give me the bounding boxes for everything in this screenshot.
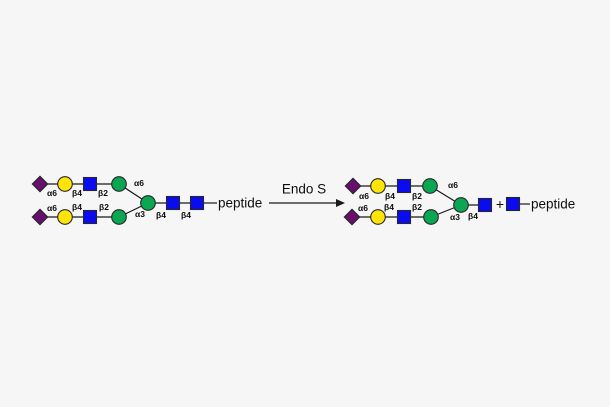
man-circle: [111, 209, 127, 225]
linkage-label: β2: [98, 188, 108, 198]
linkage-label: β2: [99, 202, 109, 212]
linkage-label: β4: [468, 211, 478, 221]
glcnac-square: [396, 178, 412, 194]
disialylated-biantennary-N-glycan-on-peptide: peptide α6 β4 β2 α6 α6 β4 β2 α3 β4 β4: [31, 175, 262, 226]
linkage-label: β4: [72, 188, 82, 198]
linkage-label: α3: [450, 212, 460, 222]
peptide-label: peptide: [218, 196, 262, 211]
linkage-label: β4: [181, 210, 191, 220]
truncated-glycan-endo-s-product: α6 β4 β2 α6 α6 β4 β2 α3 β4: [343, 177, 493, 226]
gal-circle: [57, 176, 73, 192]
man-circle: [422, 178, 438, 194]
linkage-label: β2: [412, 202, 422, 212]
glcnac-peptide-product: peptide: [505, 196, 575, 212]
linkage-label: β4: [385, 191, 395, 201]
peptide-label: peptide: [531, 197, 575, 212]
glcnac-square: [165, 195, 181, 211]
neu5ac-diamond: [344, 177, 362, 195]
linkage-label: α6: [358, 203, 368, 213]
linkage-label: α6: [134, 178, 144, 188]
man-circle: [111, 176, 127, 192]
enzyme-label: Endo S: [282, 182, 326, 197]
neu5ac-diamond: [343, 208, 361, 226]
gal-circle: [370, 178, 386, 194]
linkage-label: α6: [359, 191, 369, 201]
man-circle: [140, 195, 156, 211]
neu5ac-diamond: [31, 175, 49, 193]
glcnac-square: [189, 195, 205, 211]
linkage-label: α3: [135, 209, 145, 219]
linkage-label: β4: [72, 202, 82, 212]
glcnac-square: [82, 209, 98, 225]
linkage-label: α6: [47, 188, 57, 198]
glcnac-square: [477, 197, 493, 213]
reaction-arrow-group: Endo S: [269, 182, 345, 207]
linkage-label: β2: [412, 191, 422, 201]
glcnac-square: [396, 209, 412, 225]
man-circle: [453, 197, 469, 213]
reaction-arrow-head-icon: [336, 199, 345, 207]
man-circle: [423, 209, 439, 225]
glcnac-square: [505, 196, 521, 212]
gal-circle: [57, 209, 73, 225]
gal-circle: [370, 209, 386, 225]
neu5ac-diamond: [31, 208, 49, 226]
linkage-label: α6: [448, 180, 458, 190]
glcnac-square: [82, 176, 98, 192]
plus-sign: +: [496, 196, 504, 212]
linkage-label: β4: [156, 210, 166, 220]
linkage-label: β4: [384, 202, 394, 212]
linkage-label: α6: [47, 203, 57, 213]
